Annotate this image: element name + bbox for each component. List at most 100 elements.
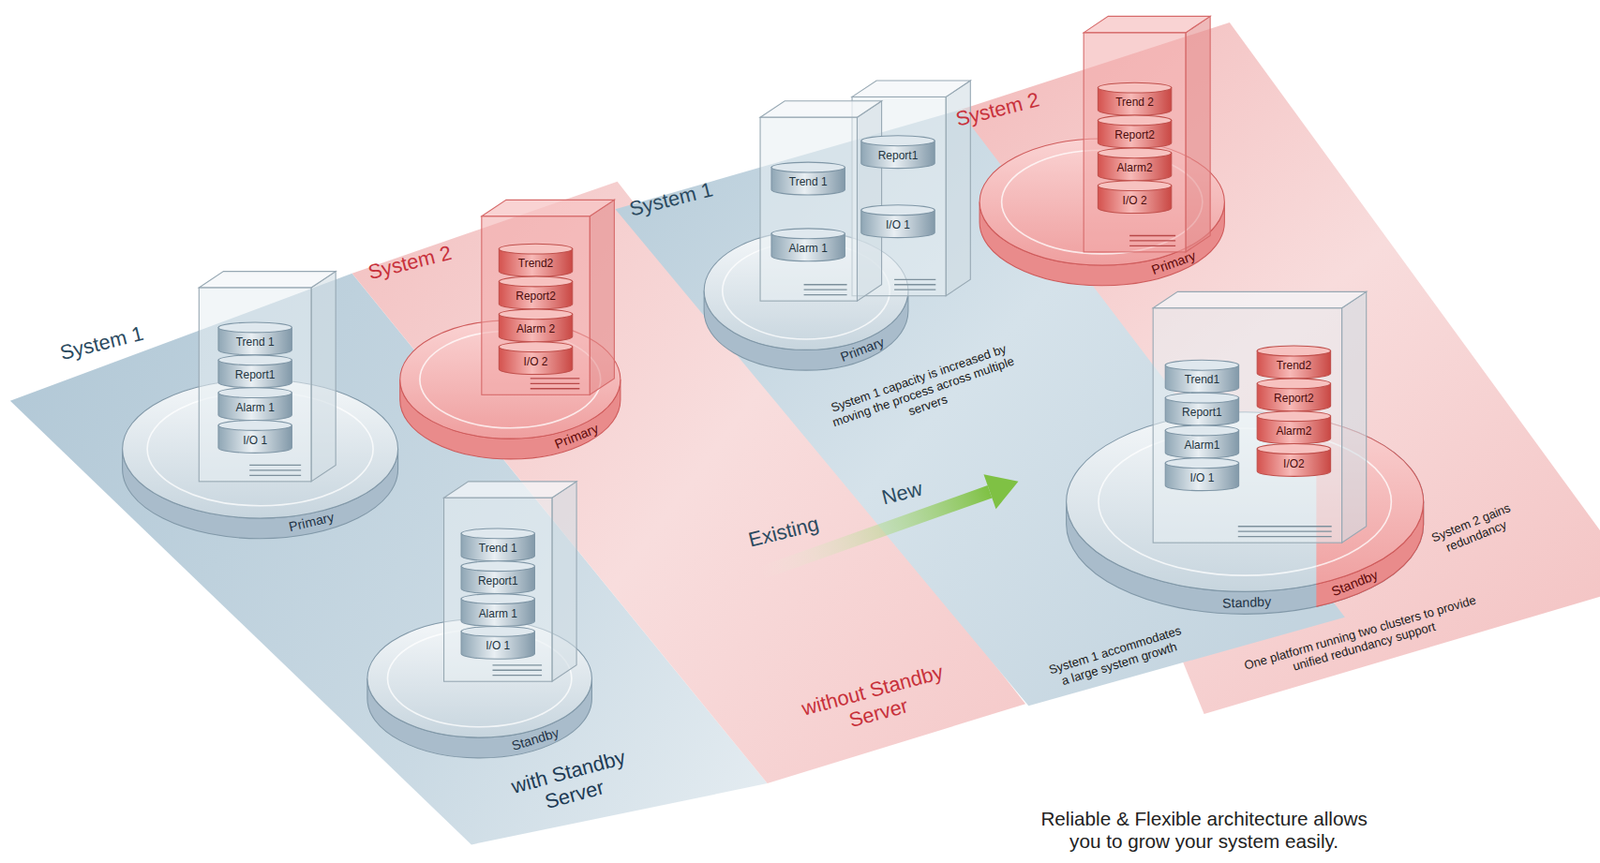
cylinder-segment: I/O 2 <box>498 342 572 375</box>
cylinder-top <box>218 355 292 366</box>
cylinder-segment: Report1 <box>1165 392 1239 426</box>
cylinder-top <box>1097 180 1171 192</box>
cylinder-label: Trend 1 <box>218 333 292 350</box>
server-front <box>481 216 590 396</box>
cylinder-label: Trend 1 <box>461 539 535 556</box>
cylinder-top <box>1097 148 1171 159</box>
drive-slot <box>249 464 301 466</box>
cylinder-label: Report1 <box>218 366 292 383</box>
caption: Reliable & Flexible architecture allows … <box>1031 807 1378 853</box>
cylinder-label: Trend 1 <box>771 173 845 190</box>
drive-slot <box>894 289 936 291</box>
cylinder-top <box>498 243 572 255</box>
cylinder-top <box>498 276 572 287</box>
cylinder-top <box>1165 392 1239 404</box>
cylinder-top <box>461 561 535 572</box>
server-top <box>444 481 578 498</box>
drive-slot <box>1238 536 1332 538</box>
cylinder-top <box>1256 411 1331 422</box>
cylinder-label: Report1 <box>861 147 935 164</box>
server-platform: StandbyStandbyTrend1Report1Alarm1I/O 1Tr… <box>1061 267 1434 620</box>
server-side <box>552 481 577 682</box>
cylinder-segment: I/O 2 <box>1097 180 1171 214</box>
platform-label: Standby <box>1222 594 1272 612</box>
cylinder-segment: Report2 <box>498 276 572 310</box>
drive-slot <box>1238 525 1332 527</box>
cylinder-top <box>771 162 845 173</box>
cylinder-segment: Trend2 <box>498 243 572 277</box>
cylinder-segment: I/O2 <box>1256 444 1331 478</box>
drive-slot <box>1238 531 1332 533</box>
cylinder-label: I/O 2 <box>1097 192 1171 209</box>
cylinder-top <box>461 528 535 539</box>
cylinder-label: Alarm 1 <box>461 605 535 622</box>
cylinder-label: Trend 2 <box>1097 93 1171 110</box>
cylinder-label: I/O 1 <box>1165 469 1239 486</box>
server-side <box>311 271 336 482</box>
drive-slot <box>249 475 301 477</box>
cylinder-label: Trend2 <box>498 254 572 271</box>
cylinder-top <box>461 626 535 637</box>
cylinder-label: Trend2 <box>1256 357 1331 374</box>
drive-slot <box>804 289 848 291</box>
cylinder-segment: Alarm 1 <box>771 228 845 262</box>
cylinder-top <box>1256 345 1331 357</box>
cylinder-label: I/O2 <box>1256 455 1331 472</box>
server-front <box>760 117 857 301</box>
cylinder-top <box>1256 378 1331 389</box>
cylinder-top <box>1165 359 1239 371</box>
cylinder-top <box>218 388 292 399</box>
cylinder-segment: I/O 1 <box>861 205 935 239</box>
drive-slot <box>492 674 542 676</box>
server-top <box>481 199 615 216</box>
system-band <box>614 110 1345 707</box>
cylinder-top <box>861 205 935 216</box>
cylinder-top <box>1165 458 1239 469</box>
cylinder-segment: I/O 1 <box>218 420 292 454</box>
server-front <box>198 287 312 482</box>
cylinder-top <box>498 342 572 353</box>
platform-shape <box>693 71 980 378</box>
cylinder-label: I/O 1 <box>218 431 292 448</box>
cylinder-segment: Trend1 <box>1165 359 1239 393</box>
cylinder-label: Report2 <box>1097 126 1171 143</box>
cylinder-label: Trend1 <box>1165 371 1239 388</box>
cylinder-top <box>461 594 535 605</box>
drive-slot <box>530 377 581 379</box>
cylinder-label: Alarm 2 <box>498 320 572 337</box>
server-platform: PrimaryTrend 1Report1Alarm 1I/O 1 <box>117 254 408 546</box>
server-top <box>1152 291 1367 308</box>
cylinder-label: Alarm 1 <box>771 239 845 256</box>
server-side <box>589 199 614 395</box>
cylinder-segment: Report2 <box>1256 378 1331 412</box>
drive-slot <box>249 469 301 471</box>
server-top <box>198 271 336 288</box>
cylinder-segment: I/O 1 <box>461 626 535 659</box>
cylinder-segment: Report1 <box>218 355 292 389</box>
platform-ring <box>147 391 374 506</box>
cylinder-top <box>1097 82 1171 93</box>
drive-slot <box>1129 245 1176 247</box>
drive-slot <box>492 670 542 672</box>
cylinder-segment: Alarm 2 <box>498 309 572 343</box>
cylinder-top <box>1097 115 1171 126</box>
cylinder-label: Report2 <box>498 287 572 304</box>
cylinder-segment: Report1 <box>861 135 935 169</box>
cylinder-label: I/O 1 <box>861 216 935 233</box>
arrow-head <box>983 474 1018 509</box>
cylinder-label: Report1 <box>1165 403 1239 420</box>
cylinder-segment: Trend2 <box>1256 345 1331 379</box>
server-side <box>1185 15 1211 252</box>
drive-slot <box>530 383 581 385</box>
cylinder-label: Alarm2 <box>1097 159 1171 176</box>
server-top <box>760 101 883 118</box>
server-front <box>1152 308 1342 543</box>
platform-top <box>122 379 399 519</box>
drive-slot <box>804 294 848 296</box>
cylinder-segment: Alarm 1 <box>218 388 292 421</box>
platform-shape <box>1061 267 1434 620</box>
cylinder-label: I/O 2 <box>498 353 572 370</box>
cylinder-segment: Trend 2 <box>1097 82 1171 116</box>
cylinder-segment: I/O 1 <box>1165 458 1239 492</box>
